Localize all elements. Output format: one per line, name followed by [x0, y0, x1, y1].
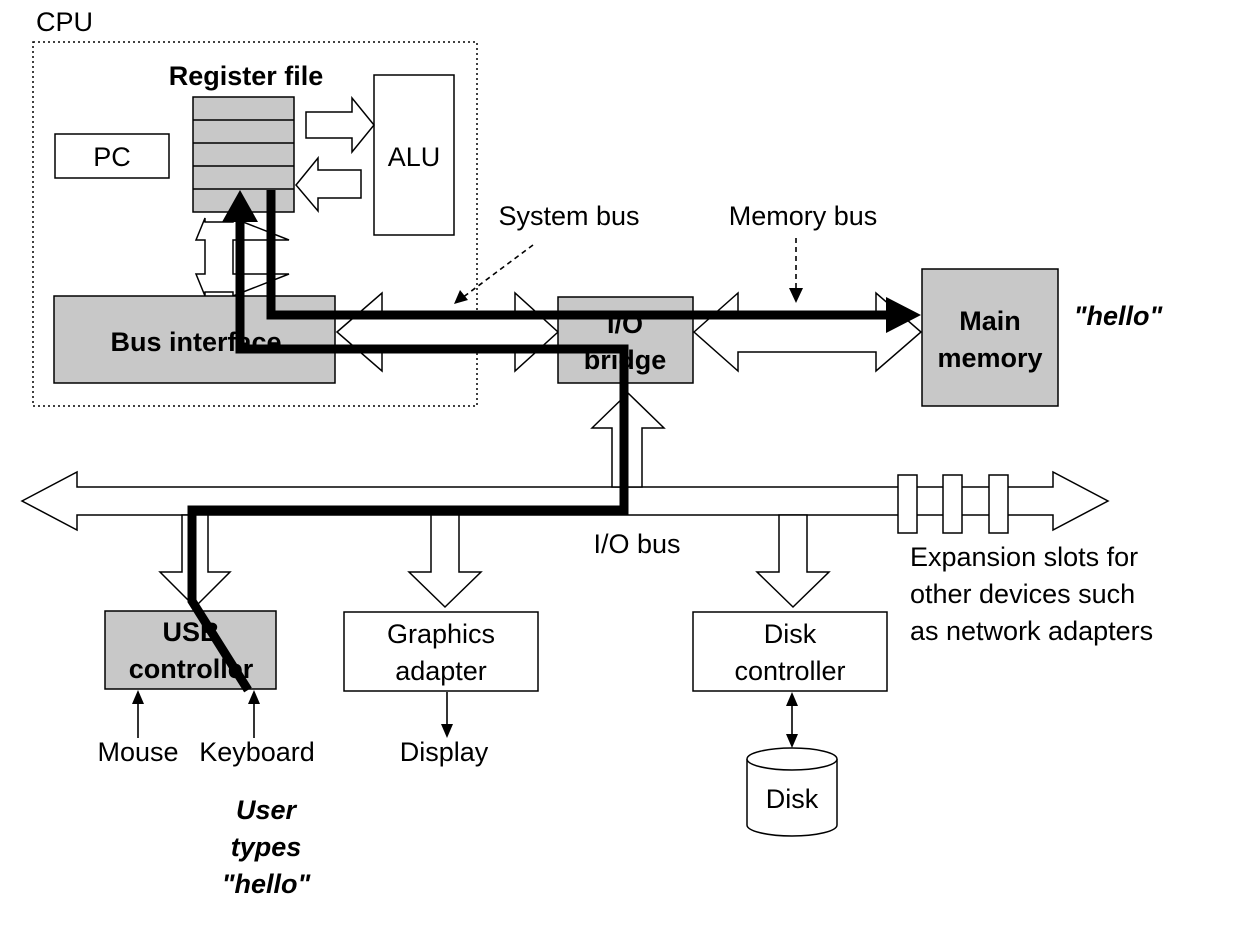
display-label: Display	[400, 737, 489, 767]
expansion-slots	[897, 474, 1009, 534]
memory-bus-pointer-head	[789, 288, 803, 303]
keyboard-to-register-path	[187, 218, 629, 693]
keyboard-arrow-head	[248, 690, 260, 704]
graphics-down-arrow	[407, 514, 483, 609]
system-bus-pointer-head	[454, 290, 468, 304]
disk-cylinder	[746, 747, 838, 837]
cpu-label: CPU	[36, 7, 93, 37]
graphics-adapter	[343, 611, 539, 692]
register-file	[192, 96, 295, 213]
disk-down-arrow	[755, 514, 831, 609]
graphics-adapter-label-1: Graphics	[387, 619, 495, 649]
io-bus-arrow	[20, 470, 1110, 532]
main-memory-label-2: memory	[937, 343, 1042, 373]
system-bus-label: System bus	[498, 201, 639, 231]
disk-controller-label-2: controller	[734, 656, 845, 686]
disk-arrow-head-down	[786, 734, 798, 748]
mouse-arrow-head	[132, 690, 144, 704]
expansion-label-1: Expansion slots for	[910, 542, 1138, 572]
display-arrow-head	[441, 724, 453, 738]
usb-controller	[104, 610, 277, 690]
disk-controller-label-1: Disk	[764, 619, 817, 649]
user-types-line-2: types	[231, 832, 302, 862]
system-bus-arrow	[335, 291, 560, 373]
user-types-line-3: "hello"	[222, 869, 312, 899]
pc-label: PC	[93, 142, 131, 172]
register-to-memory-arrowhead	[886, 297, 921, 333]
main-memory	[921, 268, 1059, 407]
disk-label: Disk	[766, 784, 819, 814]
user-types-line-1: User	[236, 795, 298, 825]
keyboard-label: Keyboard	[199, 737, 315, 767]
disk-controller	[692, 611, 888, 692]
disk-arrow-head-up	[786, 692, 798, 706]
expansion-label-3: as network adapters	[910, 616, 1153, 646]
keyboard-to-register-arrowhead	[222, 190, 258, 222]
mouse-label: Mouse	[97, 737, 178, 767]
regfile-to-alu-arrow	[305, 95, 375, 155]
register-file-label: Register file	[169, 61, 324, 91]
expansion-label-2: other devices such	[910, 579, 1135, 609]
alu-label: ALU	[388, 142, 441, 172]
graphics-adapter-label-2: adapter	[395, 656, 487, 686]
cpu-boundary	[32, 41, 478, 407]
io-bus-label: I/O bus	[593, 529, 680, 559]
alu-to-regfile-arrow	[295, 155, 362, 214]
main-memory-label-1: Main	[959, 306, 1021, 336]
system-bus-pointer	[461, 244, 534, 299]
alu	[373, 74, 455, 236]
register-to-memory-path	[266, 190, 892, 320]
memory-content-hello: "hello"	[1074, 301, 1164, 331]
memory-bus-label: Memory bus	[729, 201, 878, 231]
pc-register	[54, 133, 170, 179]
